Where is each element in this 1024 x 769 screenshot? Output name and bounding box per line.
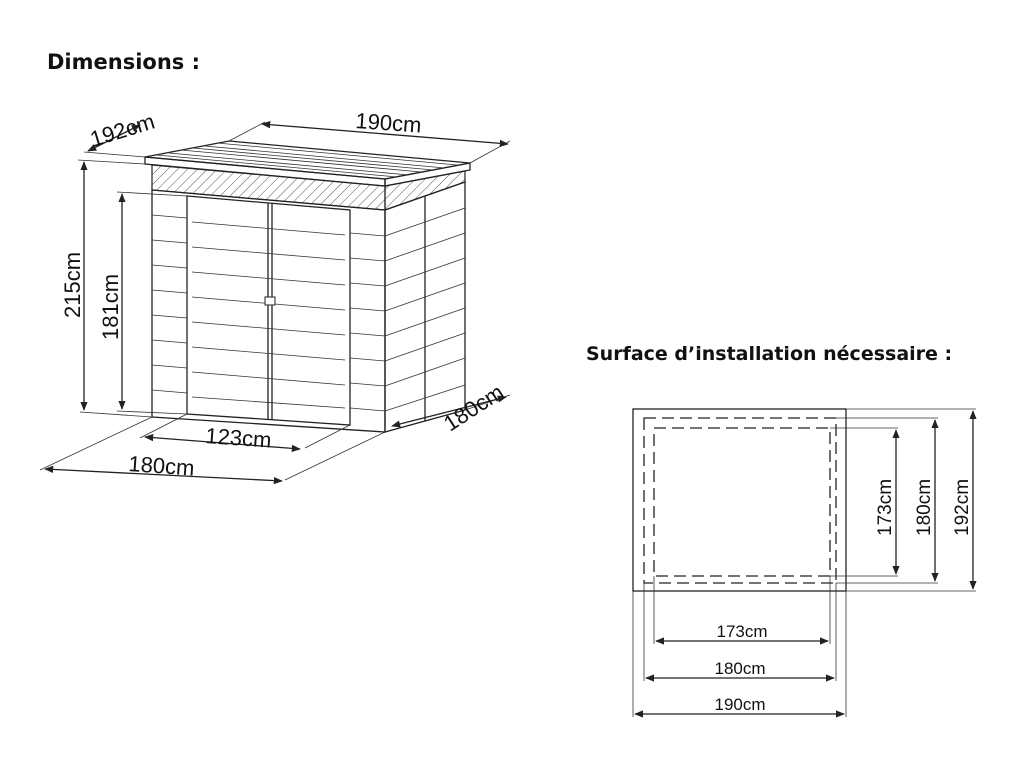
dim-base-depth-label: 180cm	[439, 379, 508, 436]
dimensions-heading: Dimensions :	[47, 50, 200, 74]
plan-outer-rect	[632, 408, 847, 592]
plan-extension-lines	[632, 408, 976, 717]
plan-outer-width-label: 190cm	[714, 695, 765, 714]
dim-door-height-label: 181cm	[98, 274, 123, 340]
shed-dimension-lines	[44, 121, 509, 485]
shed-double-door	[186, 195, 351, 426]
shed-extension-lines	[39, 121, 511, 481]
plan-mid-width-label: 180cm	[714, 659, 765, 678]
dim-base-width-label: 180cm	[128, 451, 196, 481]
plan-inner-width-label: 173cm	[716, 622, 767, 641]
dim-roof-depth-label: 192cm	[87, 109, 157, 152]
shed-side-wall	[384, 181, 466, 433]
dim-door-width-label: 123cm	[205, 423, 273, 453]
plan-outer-depth-label: 192cm	[952, 479, 973, 536]
dim-roof-width-label: 190cm	[355, 108, 423, 138]
plan-dashed-rect-inner	[653, 427, 831, 577]
plan-dimension-lines	[634, 410, 977, 718]
surface-heading: Surface d’installation nécessaire :	[586, 343, 953, 365]
dim-total-height-label: 215cm	[60, 252, 85, 318]
floor-plan: 173cm 180cm 192cm 173cm 180cm 190cm	[632, 408, 977, 718]
shed-illustration: 192cm 190cm 215cm 181cm 123cm 180cm 180c…	[39, 108, 511, 485]
plan-inner-depth-label: 173cm	[875, 479, 896, 536]
door-handle-icon	[264, 296, 276, 306]
plan-dashed-rect-outer	[643, 417, 837, 584]
plan-mid-depth-label: 180cm	[914, 479, 935, 536]
